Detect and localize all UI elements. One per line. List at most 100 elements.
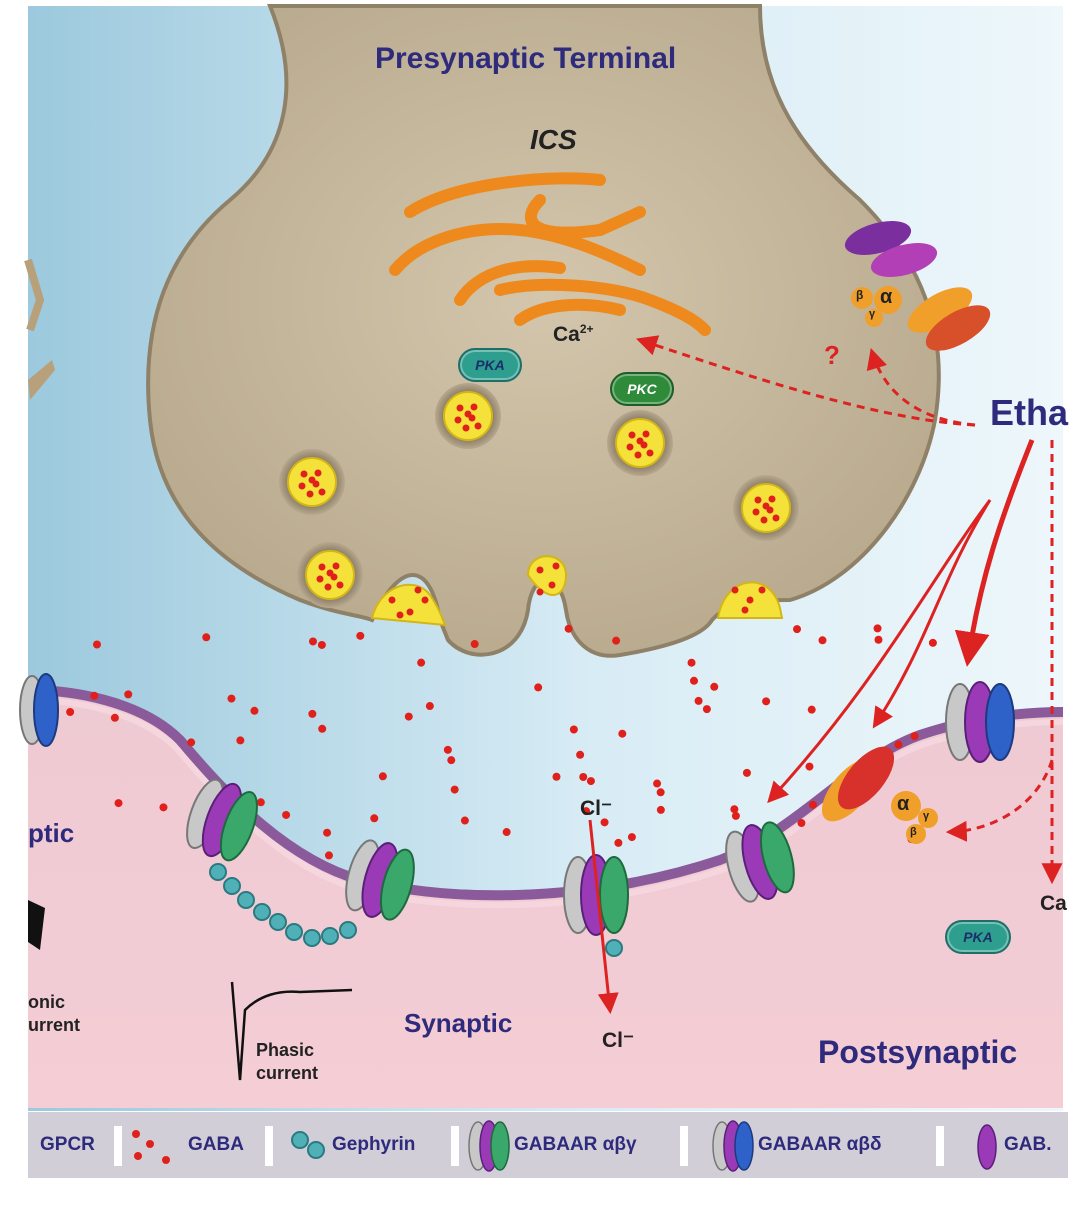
legend-gabaar-abg: GABAAR αβγ [514, 1134, 637, 1155]
gaba-legend-icon [132, 1130, 170, 1164]
gaba-molecule [450, 785, 459, 794]
gabaa-receptor-delta-1 [945, 681, 1015, 763]
gaba-molecule [324, 583, 332, 591]
gaba-molecule [236, 736, 245, 745]
gpcr-edge-2 [28, 360, 55, 400]
gaba-molecule [805, 762, 814, 771]
legend-separator [936, 1126, 944, 1166]
gaba-molecule [308, 709, 317, 718]
gaba-molecule [306, 490, 314, 498]
gabaar-abg-legend-icon [468, 1120, 510, 1172]
gabaa-receptor-delta-edge [19, 673, 59, 747]
tonic-label: onic [28, 992, 66, 1012]
gaba-molecule [762, 697, 771, 706]
gaba-molecule [406, 608, 414, 616]
gaba-molecule [928, 638, 937, 647]
signal-arrows-solid [588, 439, 1035, 1015]
legend-gpcr: GPCR [40, 1134, 95, 1155]
gaba-molecule [318, 563, 326, 571]
phasic-current-label: current [256, 1063, 319, 1083]
gaba-molecule [425, 702, 434, 711]
gaba-molecule [579, 773, 588, 782]
gaba-molecule [634, 451, 642, 459]
question-mark: ? [824, 340, 840, 370]
gaba-molecule [874, 635, 883, 644]
gaba-molecule [808, 800, 817, 809]
postsynaptic-membrane [27, 685, 1064, 901]
gaba-molecule [710, 682, 719, 691]
gaba-molecule [388, 596, 396, 604]
postsynaptic-cell [28, 690, 1063, 1108]
gaba-molecule [332, 562, 340, 570]
tonic-trace [28, 900, 45, 950]
gaba-molecule [760, 516, 768, 524]
gaba-molecule [731, 586, 739, 594]
gpcr-edge [24, 258, 45, 332]
gaba-molecule [256, 798, 265, 807]
legend-separator [451, 1126, 459, 1166]
chloride-bottom-label: Cl⁻ [602, 1029, 635, 1052]
gaba-molecule [612, 636, 621, 645]
gaba-molecule [576, 750, 585, 759]
beta-subunit-post: β [910, 826, 917, 838]
gabaa-receptor-4 [725, 821, 795, 903]
legend-separator [265, 1126, 273, 1166]
gaba-molecule [474, 422, 482, 430]
gaba-molecule [600, 818, 609, 827]
extrasynaptic-label: ptic [28, 818, 75, 848]
legend-gaba: GABA [188, 1134, 244, 1155]
tonic-current-label: urrent [28, 1015, 81, 1035]
gaba-molecule [642, 430, 650, 438]
signal-arrows-dashed [636, 335, 1063, 885]
gaba-molecule [797, 819, 806, 828]
gaba-molecule [614, 838, 623, 847]
gaba-molecule [282, 810, 291, 819]
pka-presynaptic: PKA [458, 348, 522, 382]
pka-postsynaptic: PKA [945, 920, 1011, 954]
gaba-molecule [414, 586, 422, 594]
gaba-molecule [627, 833, 636, 842]
gaba-molecule [552, 562, 560, 570]
current-traces [230, 981, 353, 1081]
gaba-molecule [754, 496, 762, 504]
gaba-molecule [300, 470, 308, 478]
gaba-molecule [818, 636, 827, 645]
gaba-molecule [202, 633, 211, 642]
alpha-subunit-pre: α [880, 286, 893, 308]
gaba-molecule [894, 740, 903, 749]
ca-presynaptic-label: Ca2+ [553, 322, 594, 346]
gaba-molecule [569, 725, 578, 734]
gabaar-partial-legend-icon [977, 1124, 997, 1170]
gamma-subunit-post: γ [923, 810, 930, 822]
gaba-molecule [768, 495, 776, 503]
gaba-molecule [92, 640, 101, 649]
gaba-molecule [447, 756, 456, 765]
gaba-molecule [653, 779, 662, 788]
gephyrin-chain [209, 863, 623, 957]
presynaptic-gpcr [844, 221, 991, 351]
gaba-molecule [646, 449, 654, 457]
gaba-molecule [536, 588, 544, 596]
legend-separator [114, 1126, 122, 1166]
gaba-molecule [762, 502, 770, 510]
phasic-label: Phasic [256, 1040, 315, 1060]
gabaa-receptor-3 [563, 854, 629, 936]
gaba-molecule [628, 431, 636, 439]
gaba-molecule [626, 443, 634, 451]
gephyrin-legend-icon [291, 1131, 325, 1159]
gaba-molecule [114, 799, 123, 808]
postsynaptic-label: Postsynaptic [818, 1034, 1018, 1070]
gaba-molecule [323, 828, 332, 837]
legend-separator [680, 1126, 688, 1166]
gaba-molecule [702, 705, 711, 714]
gaba-molecule [324, 851, 333, 860]
gaba-molecule [752, 508, 760, 516]
gaba-molecule [873, 624, 882, 633]
presynaptic-terminal-label: Presynaptic Terminal [375, 42, 677, 75]
gaba-molecule [460, 816, 469, 825]
gaba-molecule [470, 403, 478, 411]
ics-label: ICS [530, 124, 577, 155]
gaba-molecule [326, 569, 334, 577]
gaba-molecule [694, 696, 703, 705]
